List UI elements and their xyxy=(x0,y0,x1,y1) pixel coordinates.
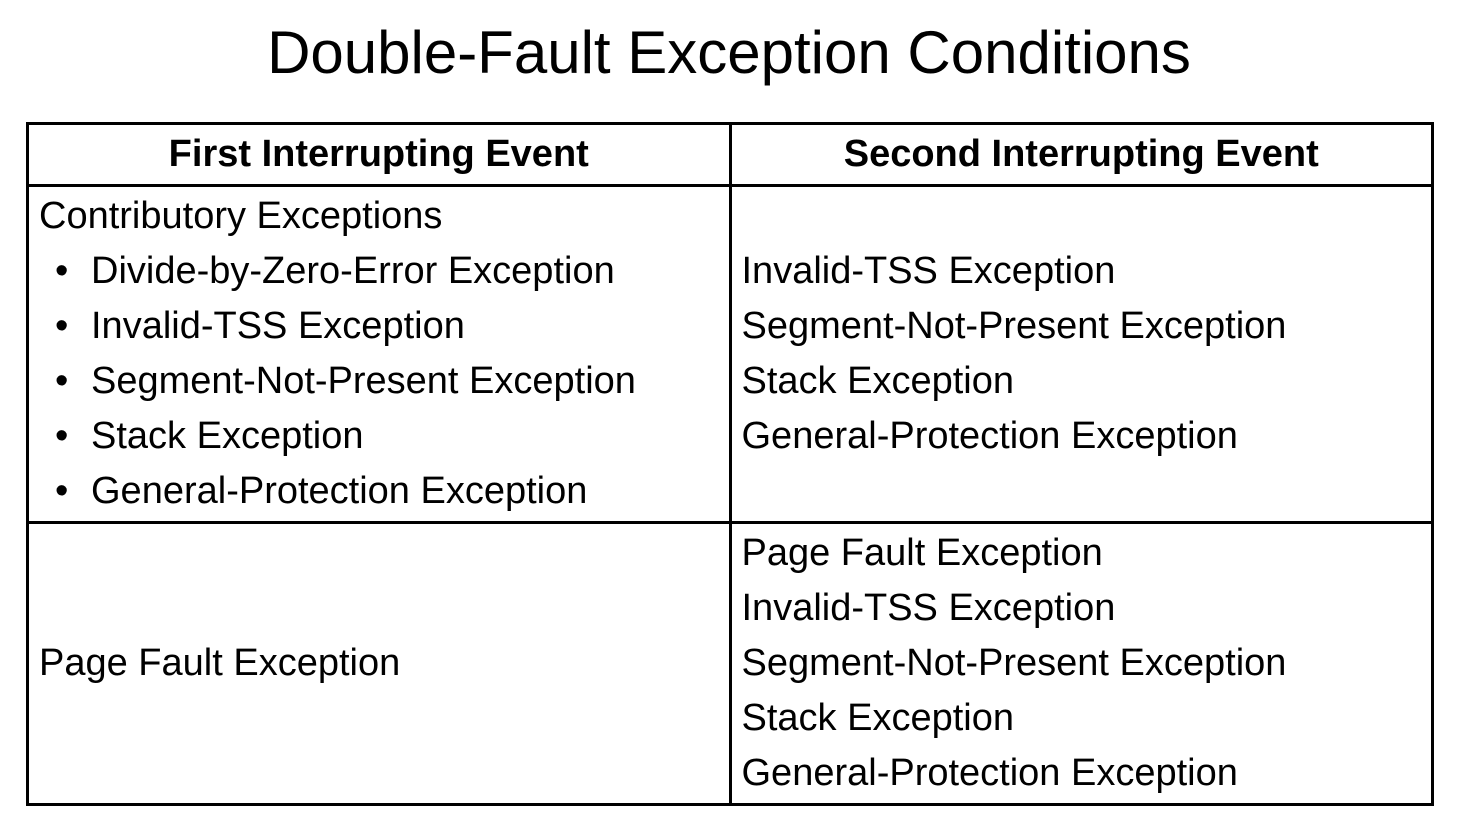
bullet-icon: • xyxy=(55,470,69,512)
cell-line: General-Protection Exception xyxy=(741,752,1238,794)
cell-first-event-contributory: Contributory Exceptions • Divide-by-Zero… xyxy=(26,184,732,524)
column-header-second-interrupting-event: Second Interrupting Event xyxy=(728,122,1434,187)
bullet-icon: • xyxy=(55,305,69,347)
cell-second-event-page-fault: Page Fault Exception Invalid-TSS Excepti… xyxy=(728,521,1434,806)
cell-line: Segment-Not-Present Exception xyxy=(741,305,1287,347)
bullet-item: • General-Protection Exception xyxy=(39,464,719,519)
bullet-icon: • xyxy=(55,415,69,457)
cell-line: Segment-Not-Present Exception xyxy=(741,642,1287,684)
bullet-label: Divide-by-Zero-Error Exception xyxy=(91,250,615,292)
cell-intro-page-fault: Page Fault Exception xyxy=(39,642,401,684)
bullet-label: General-Protection Exception xyxy=(91,470,588,512)
table-row-page-fault: Page Fault Exception Page Fault Exceptio… xyxy=(26,521,1434,806)
cell-line: Page Fault Exception xyxy=(741,532,1103,574)
bullet-label: Stack Exception xyxy=(91,415,364,457)
bullet-item: • Divide-by-Zero-Error Exception xyxy=(39,244,719,299)
bullet-item: • Segment-Not-Present Exception xyxy=(39,354,719,409)
cell-first-event-page-fault: Page Fault Exception xyxy=(26,521,732,806)
cell-intro-contributory: Contributory Exceptions xyxy=(39,195,443,237)
cell-line: Stack Exception xyxy=(741,697,1014,739)
column-header-first-interrupting-event: First Interrupting Event xyxy=(26,122,732,187)
bullet-item: • Stack Exception xyxy=(39,409,719,464)
bullet-icon: • xyxy=(55,250,69,292)
table-header-row: First Interrupting Event Second Interrup… xyxy=(26,122,1434,187)
cell-line: Invalid-TSS Exception xyxy=(741,587,1116,629)
bullet-label: Invalid-TSS Exception xyxy=(91,305,465,347)
bullet-icon: • xyxy=(55,360,69,402)
double-fault-conditions-table: First Interrupting Event Second Interrup… xyxy=(26,122,1434,806)
cell-line: Invalid-TSS Exception xyxy=(741,250,1116,292)
bullet-label: Segment-Not-Present Exception xyxy=(91,360,636,402)
page-title: Double-Fault Exception Conditions xyxy=(267,19,1191,86)
cell-line: Stack Exception xyxy=(741,360,1014,402)
bullet-item: • Invalid-TSS Exception xyxy=(39,299,719,354)
cell-second-event-contributory: Invalid-TSS Exception Segment-Not-Presen… xyxy=(728,184,1434,524)
table-row-contributory-exceptions: Contributory Exceptions • Divide-by-Zero… xyxy=(26,184,1434,524)
cell-line: General-Protection Exception xyxy=(741,415,1238,457)
